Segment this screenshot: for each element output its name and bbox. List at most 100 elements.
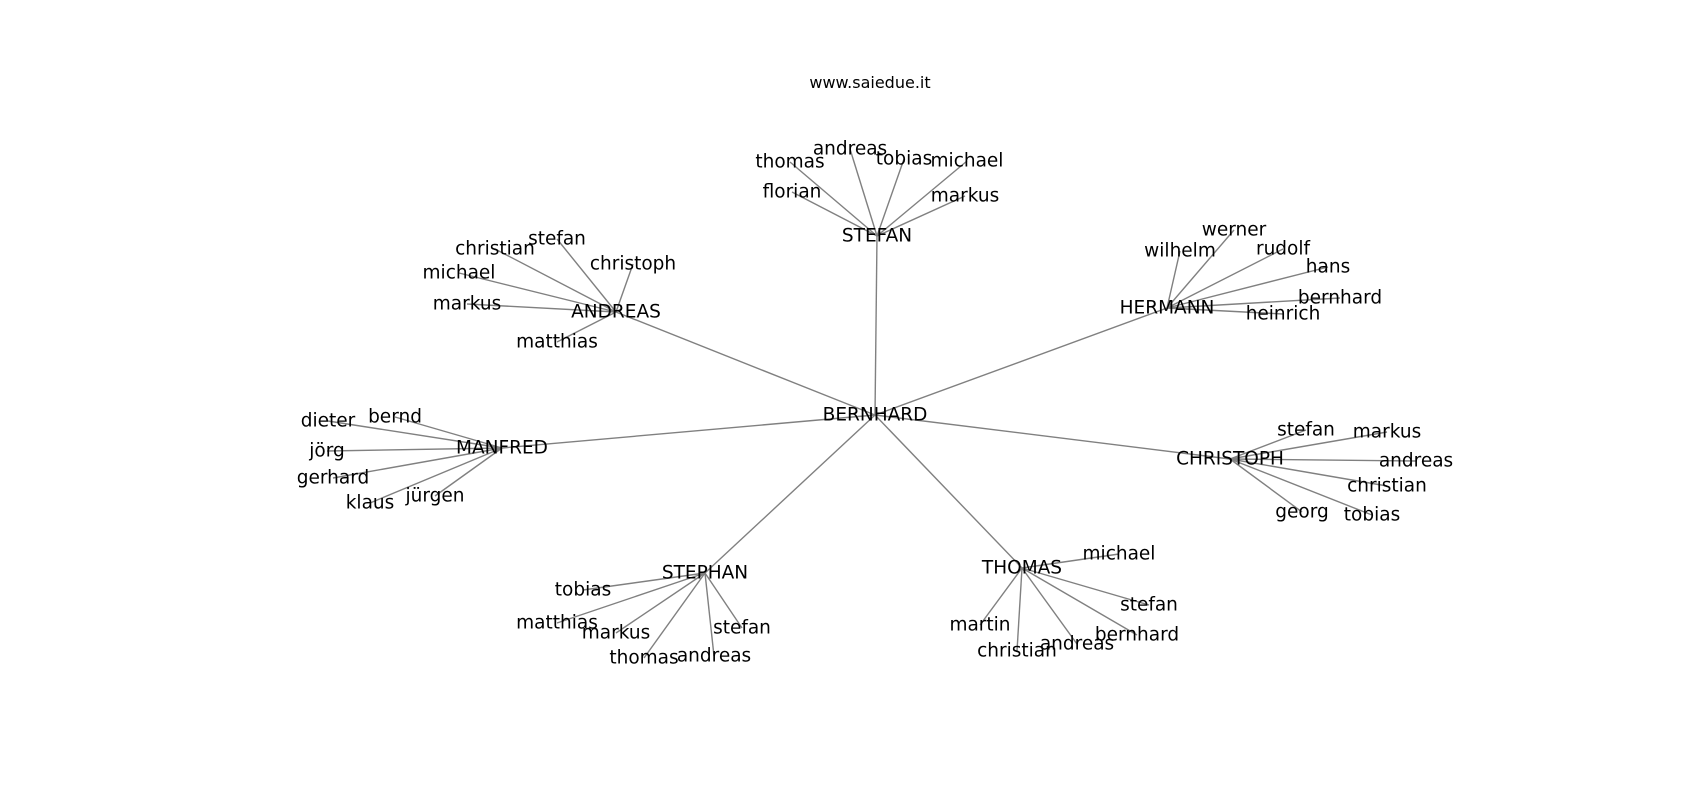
edge-hermann-hub-to-h-werner — [1166, 229, 1235, 309]
edge-manfred-hub-to-m-klaus — [369, 447, 503, 504]
edge-andreas-hub-to-a-matthias — [556, 311, 617, 343]
leaf-node-h-heinrich: heinrich — [1246, 304, 1321, 325]
leaf-node-h-hans: hans — [1306, 257, 1350, 278]
leaf-node-m-klaus: klaus — [346, 493, 395, 514]
edge-manfred-hub-to-m-jorg — [326, 447, 503, 452]
hub-node-hermann-hub: HERMANN — [1120, 298, 1215, 319]
edge-manfred-hub-to-m-gerhard — [332, 447, 503, 479]
edge-stephan-hub-to-st-stefan — [704, 572, 743, 629]
edge-christoph-hub-to-c-christian — [1229, 458, 1388, 487]
edge-bernhard-root-to-stefan-hub — [874, 235, 878, 416]
edge-stefan-hub-to-s-michael — [876, 160, 968, 237]
edge-stephan-hub-to-st-andreas — [704, 572, 715, 657]
edge-thomas-hub-to-t-martin — [979, 567, 1023, 626]
leaf-node-a-michael: michael — [423, 263, 496, 284]
leaf-node-t-stefan: stefan — [1120, 595, 1178, 616]
edge-stefan-hub-to-s-markus — [876, 195, 966, 237]
hub-node-manfred-hub: MANFRED — [456, 438, 548, 459]
leaf-node-c-tobias: tobias — [1344, 505, 1400, 526]
leaf-node-m-dieter: dieter — [301, 411, 356, 432]
edge-manfred-hub-to-m-bernd — [394, 416, 503, 449]
hub-node-thomas-hub: THOMAS — [981, 558, 1062, 579]
leaf-node-s-michael: michael — [931, 151, 1004, 172]
edge-stefan-hub-to-s-andreas — [849, 148, 878, 237]
edge-andreas-hub-to-a-christoph — [615, 263, 634, 313]
edge-stefan-hub-to-s-tobias — [876, 158, 905, 237]
edge-andreas-hub-to-a-michael — [458, 272, 617, 313]
edge-stefan-hub-to-s-florian — [791, 191, 878, 237]
edge-christoph-hub-to-c-markus — [1229, 431, 1388, 460]
leaf-node-m-gerhard: gerhard — [297, 468, 370, 489]
leaf-node-s-tobias: tobias — [876, 149, 932, 170]
leaf-node-st-matthias: matthias — [516, 613, 598, 634]
leaf-node-m-jurgen: jürgen — [405, 486, 465, 507]
leaf-node-h-wilhelm: wilhelm — [1144, 241, 1216, 262]
leaf-node-c-christian: christian — [1347, 476, 1427, 497]
leaf-node-c-markus: markus — [1353, 422, 1421, 443]
edge-bernhard-root-to-manfred-hub — [501, 414, 876, 449]
leaf-node-t-andreas: andreas — [1040, 634, 1114, 655]
leaf-node-a-christoph: christoph — [590, 254, 676, 275]
edge-hermann-hub-to-h-rudolf — [1166, 248, 1284, 309]
edge-bernhard-root-to-andreas-hub — [615, 311, 876, 416]
leaf-node-st-stefan: stefan — [713, 618, 771, 639]
leaf-node-st-markus: markus — [582, 623, 650, 644]
edge-hermann-hub-to-h-wilhelm — [1166, 250, 1181, 309]
edge-bernhard-root-to-hermann-hub — [874, 307, 1168, 416]
edge-stephan-hub-to-st-tobias — [582, 572, 706, 591]
leaf-node-a-markus: markus — [433, 294, 501, 315]
leaf-node-t-martin: martin — [949, 615, 1010, 636]
leaf-node-st-thomas: thomas — [609, 648, 678, 669]
edge-stephan-hub-to-st-thomas — [643, 572, 706, 659]
edge-andreas-hub-to-a-christian — [494, 248, 617, 313]
edge-christoph-hub-to-c-tobias — [1229, 458, 1373, 516]
leaf-node-a-matthias: matthias — [516, 332, 598, 353]
hub-node-stefan-hub: STEFAN — [842, 226, 912, 247]
edge-manfred-hub-to-m-jurgen — [434, 447, 503, 497]
edge-thomas-hub-to-t-christian — [1016, 567, 1023, 652]
edge-stephan-hub-to-st-matthias — [556, 572, 706, 624]
leaf-node-s-thomas: thomas — [755, 152, 824, 173]
edge-christoph-hub-to-c-andreas — [1229, 458, 1417, 462]
hub-node-andreas-hub: ANDREAS — [571, 302, 661, 323]
edge-christoph-hub-to-c-stefan — [1229, 429, 1307, 460]
leaf-node-c-stefan: stefan — [1277, 420, 1335, 441]
edge-thomas-hub-to-t-bernhard — [1021, 567, 1138, 636]
leaf-node-h-werner: werner — [1202, 220, 1267, 241]
edge-andreas-hub-to-a-stefan — [556, 238, 617, 313]
leaf-node-st-tobias: tobias — [555, 580, 611, 601]
leaf-node-s-florian: florian — [763, 182, 822, 203]
edge-hermann-hub-to-h-heinrich — [1166, 307, 1284, 315]
edge-hermann-hub-to-h-bernhard — [1166, 297, 1341, 309]
leaf-node-m-jorg: jörg — [308, 441, 344, 462]
edge-stephan-hub-to-st-markus — [615, 572, 706, 634]
leaf-node-a-christian: christian — [455, 239, 535, 260]
hub-node-christoph-hub: CHRISTOPH — [1176, 449, 1284, 470]
edge-thomas-hub-to-t-andreas — [1021, 567, 1078, 645]
leaf-node-m-bernd: bernd — [368, 407, 422, 428]
leaf-node-t-bernhard: bernhard — [1095, 625, 1179, 646]
edge-andreas-hub-to-a-markus — [466, 303, 617, 313]
edge-christoph-hub-to-c-georg — [1229, 458, 1303, 513]
edge-thomas-hub-to-t-stefan — [1021, 567, 1150, 606]
diagram-title: www.saiedue.it — [809, 73, 930, 92]
leaf-node-s-andreas: andreas — [813, 139, 887, 160]
leaf-node-c-andreas: andreas — [1379, 451, 1453, 472]
edge-stefan-hub-to-s-thomas — [789, 161, 878, 237]
edge-hermann-hub-to-h-hans — [1166, 266, 1329, 309]
edge-bernhard-root-to-christoph-hub — [874, 414, 1231, 460]
edge-manfred-hub-to-m-dieter — [327, 420, 503, 449]
leaf-node-s-markus: markus — [931, 186, 999, 207]
edges-layer — [326, 148, 1417, 659]
leaf-node-c-georg: georg — [1275, 502, 1328, 523]
edge-thomas-hub-to-t-michael — [1021, 553, 1120, 569]
hub-node-stephan-hub: STEPHAN — [662, 563, 748, 584]
leaf-node-st-andreas: andreas — [677, 646, 751, 667]
edge-bernhard-root-to-stephan-hub — [704, 414, 876, 574]
leaf-node-t-christian: christian — [977, 641, 1057, 662]
leaf-node-h-rudolf: rudolf — [1256, 239, 1311, 260]
root-node-bernhard-root: BERNHARD — [823, 405, 928, 426]
nodes-layer: BERNHARD STEFAN ANDREAS HERMANN MANFRED CHRIS… — [297, 139, 1453, 669]
edge-bernhard-root-to-thomas-hub — [874, 414, 1023, 569]
